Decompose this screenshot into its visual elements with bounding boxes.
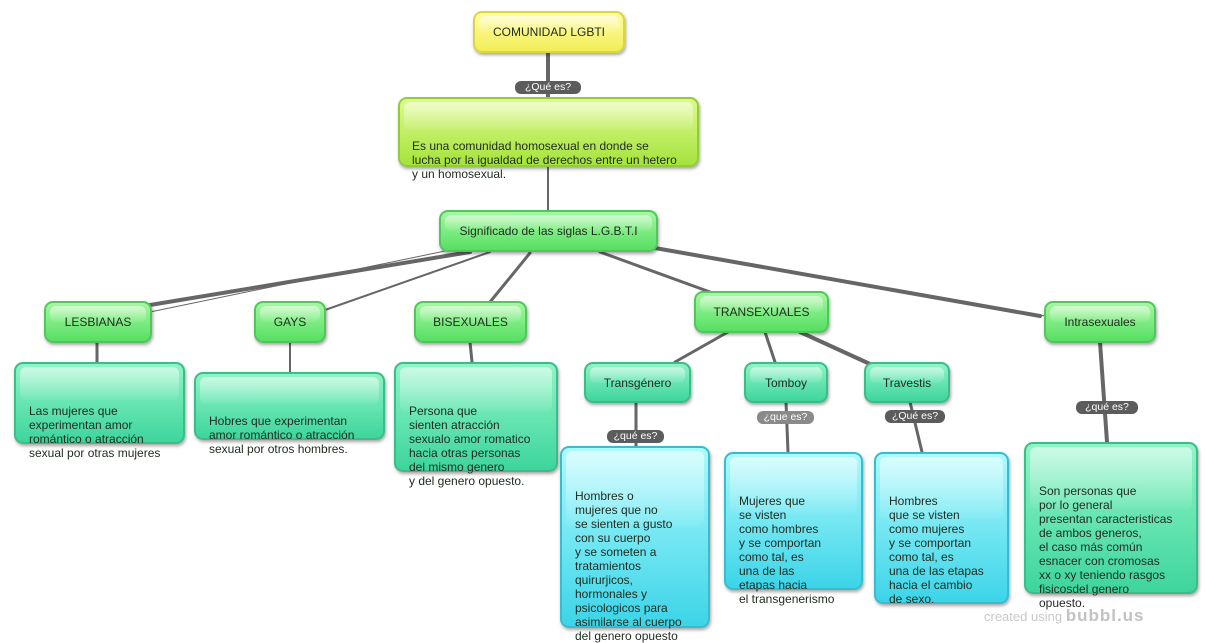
intrasexuales-node[interactable]: Intrasexuales [1044, 301, 1156, 343]
connector-trans-transgenero [673, 330, 730, 364]
transgenero-description[interactable]: Hombres o mujeres que no se sienten a gu… [560, 446, 710, 643]
transgenero-node[interactable]: Transgénero [584, 362, 691, 403]
lesbianas-description[interactable]: Las mujeres que experimentan amor románt… [14, 362, 185, 460]
connector-acronym-intrasexuales [639, 244, 1046, 317]
intrasexuales-question-tag: ¿qué es? [1076, 401, 1138, 414]
connector-bisexuales-desc [468, 340, 474, 364]
transexuales-label: TRANSEXUALES [713, 305, 810, 319]
travestis-description-text: Hombres que se visten como mujeres y se … [889, 494, 984, 606]
intrasexuales-label: Intrasexuales [1064, 315, 1136, 329]
gays-label: GAYS [273, 315, 307, 329]
travestis-description[interactable]: Hombres que se visten como mujeres y se … [874, 452, 1009, 606]
transgenero-label: Transgénero [603, 375, 672, 390]
root-label: COMUNIDAD LGBTI [492, 25, 605, 39]
connector-intrasexuales-desc [1098, 340, 1109, 444]
travestis-question-tag: ¿Qué es? [885, 410, 945, 423]
intrasexuales-description[interactable]: Son personas que por lo general presenta… [1024, 442, 1198, 610]
definition-node[interactable]: Es una comunidad homosexual en donde se … [398, 97, 699, 181]
gays-description-text: Hobres que experimentan amor romántico o… [209, 414, 355, 456]
lesbianas-label: LESBIANAS [64, 315, 132, 329]
root-question-tag: ¿Qué es? [515, 81, 581, 94]
connector-trans-travestis [798, 330, 872, 366]
connector-acronym-lesbianas-thick [148, 250, 472, 307]
tomboy-description-text: Mujeres que se visten como hombres y se … [739, 494, 835, 606]
tomboy-question-tag: ¿que es? [757, 411, 814, 424]
bisexuales-label: BISEXUALES [433, 315, 508, 329]
credit-watermark: created using bubbl.us [984, 606, 1145, 626]
transgenero-description-text: Hombres o mujeres que no se sienten a gu… [575, 489, 682, 643]
connector-acronym-gays [324, 251, 491, 311]
connector-tomboy-desc [784, 400, 790, 454]
transexuales-node[interactable]: TRANSEXUALES [694, 291, 829, 333]
bisexuales-node[interactable]: BISEXUALES [414, 301, 527, 343]
acronym-label: Significado de las siglas L.G.B.T.I [459, 224, 638, 238]
gays-node[interactable]: GAYS [254, 301, 326, 343]
travestis-node[interactable]: Travestis [864, 362, 950, 403]
tomboy-description[interactable]: Mujeres que se visten como hombres y se … [724, 452, 863, 606]
credit-prefix: created using [984, 609, 1063, 624]
root-node[interactable]: COMUNIDAD LGBTI [473, 11, 625, 53]
connector-acronym-transexuales [598, 250, 712, 294]
gays-description[interactable]: Hobres que experimentan amor romántico o… [194, 372, 385, 456]
bisexuales-description[interactable]: Persona que sienten atracción sexualo am… [394, 362, 558, 488]
definition-text: Es una comunidad homosexual en donde se … [412, 139, 677, 181]
bisexuales-description-text: Persona que sienten atracción sexualo am… [409, 404, 531, 488]
intrasexuales-description-text: Son personas que por lo general presenta… [1039, 484, 1173, 610]
tomboy-label: Tomboy [764, 375, 808, 390]
credit-brand: bubbl.us [1065, 606, 1145, 625]
connector-trans-tomboy [763, 330, 777, 364]
acronym-node[interactable]: Significado de las siglas L.G.B.T.I [439, 210, 658, 252]
connector-acronym-bisexuales [488, 251, 532, 304]
lesbianas-description-text: Las mujeres que experimentan amor románt… [29, 404, 161, 460]
travestis-label: Travestis [882, 375, 932, 390]
lesbianas-node[interactable]: LESBIANAS [44, 301, 152, 343]
tomboy-node[interactable]: Tomboy [744, 362, 828, 403]
transgenero-question-tag: ¿qué es? [607, 430, 664, 443]
